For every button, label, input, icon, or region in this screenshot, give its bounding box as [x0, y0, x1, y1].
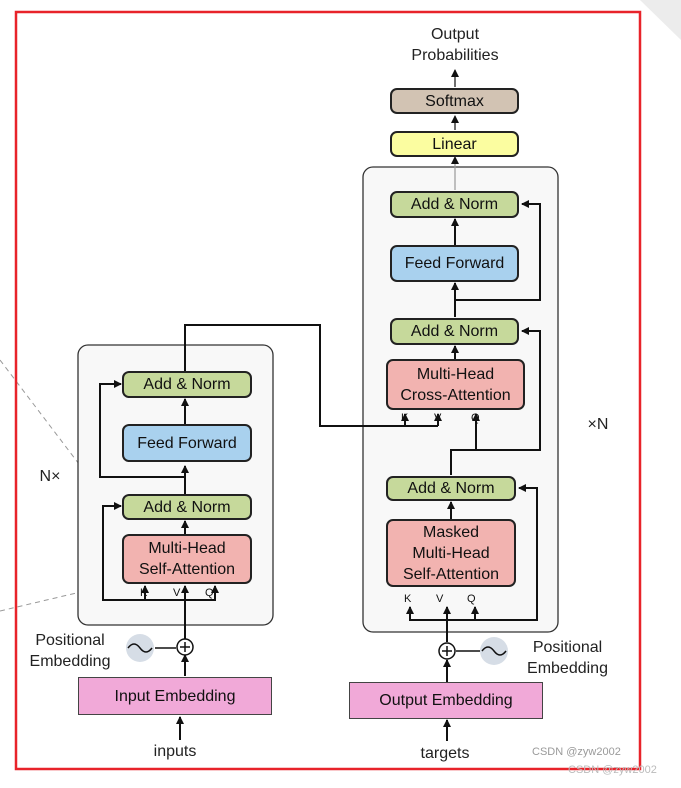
encoder-repeat-label: N×: [39, 468, 61, 485]
encoder-feed-forward: Feed Forward: [122, 424, 252, 462]
linear-block: Linear: [390, 131, 519, 157]
softmax-block: Softmax: [390, 88, 519, 114]
output-probabilities-label: Output Probabilities: [411, 26, 499, 64]
encoder-positional-label: Positional Embedding: [29, 632, 111, 670]
decoder-repeat-label: ×N: [587, 416, 609, 433]
decoder-add-norm-mid: Add & Norm: [390, 318, 519, 345]
encoder-k-label: K: [140, 587, 148, 599]
decoder-q2-label: Q: [467, 593, 476, 605]
decoder-add-norm-top: Add & Norm: [390, 191, 519, 218]
decoder-masked-attention: Masked Multi-Head Self-Attention: [386, 519, 516, 587]
watermark-outer: CSDN @zyw2002: [568, 764, 657, 776]
targets-label: targets: [420, 745, 470, 762]
output-embedding: Output Embedding: [349, 682, 543, 719]
red-frame: [14, 10, 642, 771]
inputs-label: inputs: [153, 743, 197, 760]
watermark-inner: CSDN @zyw2002: [532, 746, 621, 758]
decoder-q-label: Q: [471, 412, 480, 424]
encoder-add-norm-bottom: Add & Norm: [122, 494, 252, 520]
decoder-positional-label: Positional Embedding: [527, 639, 608, 677]
dashed-line-upper: [0, 359, 124, 523]
input-embedding: Input Embedding: [78, 677, 272, 715]
dashed-line-lower: [0, 581, 124, 612]
decoder-cross-attention: Multi-Head Cross-Attention: [386, 359, 525, 410]
encoder-add-norm-top: Add & Norm: [122, 371, 252, 398]
encoder-v-label: V: [173, 587, 181, 599]
corner-shade: [640, 0, 681, 40]
decoder-k-label: K: [401, 412, 409, 424]
decoder-add-norm-bottom: Add & Norm: [386, 476, 516, 501]
decoder-v2-label: V: [436, 593, 444, 605]
decoder-feed-forward: Feed Forward: [390, 245, 519, 282]
decoder-k2-label: K: [404, 593, 412, 605]
encoder-q-label: Q: [205, 587, 214, 599]
decoder-v-label: V: [434, 412, 442, 424]
encoder-self-attention: Multi-Head Self-Attention: [122, 534, 252, 584]
